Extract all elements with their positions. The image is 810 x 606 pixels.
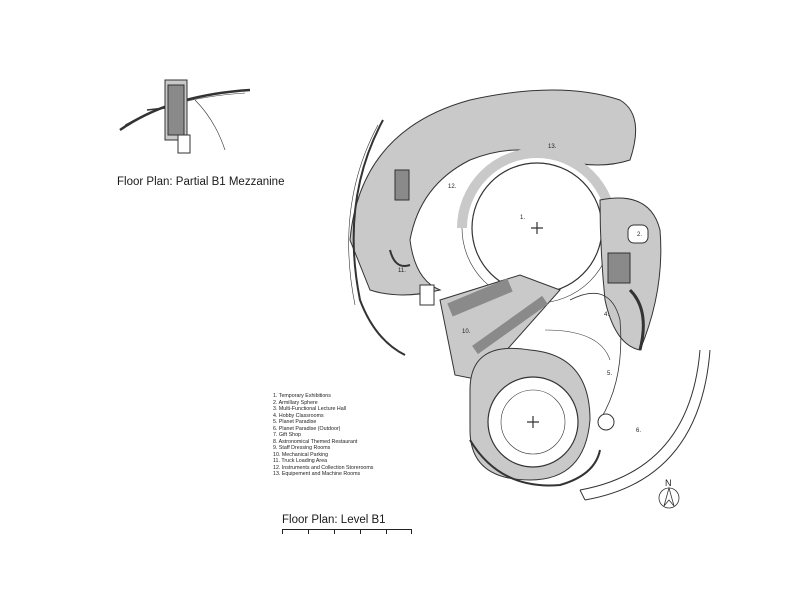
room-number-labels: 1. 2. 4. 5. 6. 10. 11. 12. 13. <box>398 144 642 434</box>
room-label-1: 1. <box>520 215 525 221</box>
legend-item: 2. Armillary Sphere <box>273 399 318 406</box>
room-label-13: 13. <box>548 144 557 150</box>
legend-item: 1. Temporary Exhibitions <box>273 393 331 399</box>
legend-item: 10. Mechanical Parking <box>273 451 329 458</box>
b1-plan <box>348 89 711 501</box>
north-label: N <box>665 478 672 488</box>
room-label-4: 4. <box>604 312 609 318</box>
scale-bar <box>282 529 412 535</box>
legend-item: 11. Truck Loading Area <box>273 458 328 464</box>
legend-item: 6. Planet Paradise (Outdoor) <box>273 425 341 432</box>
legend-item: 12. Instruments and Collection Storeroom… <box>273 464 374 471</box>
legend-item: 7. Gift Shop <box>273 432 301 438</box>
room-label-11: 11. <box>398 268 406 274</box>
north-arrow-icon <box>658 486 680 509</box>
room-label-6: 6. <box>636 428 641 434</box>
legend-item: 4. Hobby Classrooms <box>273 412 324 419</box>
legend-item: 5. Planet Paradise <box>273 419 317 425</box>
legend: 1. Temporary Exhibitions 2. Armillary Sp… <box>273 393 373 478</box>
room-label-5: 5. <box>607 371 612 377</box>
room-label-2: 2. <box>637 232 642 238</box>
level-b1-caption: Floor Plan: Level B1 <box>282 514 386 526</box>
legend-item: 13. Equipement and Machine Rooms <box>273 471 361 477</box>
room-label-12: 12. <box>448 184 457 190</box>
room-label-10: 10. <box>462 329 471 335</box>
mezzanine-plan <box>119 79 251 154</box>
mezzanine-caption: Floor Plan: Partial B1 Mezzanine <box>117 176 285 188</box>
legend-item: 3. Multi-Functional Lecture Hall <box>273 406 347 412</box>
legend-item: 8. Astronomical Themed Restaurant <box>273 438 358 445</box>
legend-item: 9. Staff Dressing Rooms <box>273 445 331 451</box>
